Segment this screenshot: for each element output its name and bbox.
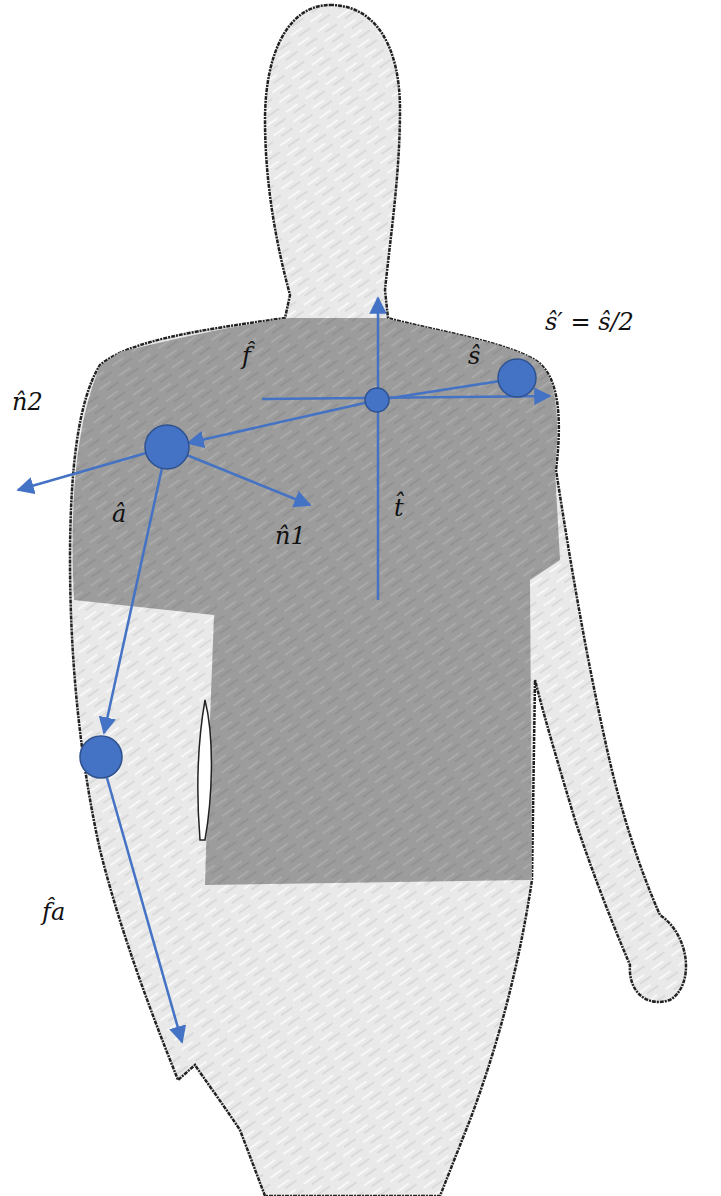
elbow-joint bbox=[80, 736, 122, 778]
vector-label: f̂a bbox=[42, 898, 65, 927]
forward-vector-arrow bbox=[188, 400, 378, 443]
vector-arrows bbox=[18, 298, 550, 1042]
joints bbox=[80, 359, 536, 778]
shoulder-vector bbox=[378, 381, 500, 400]
normal-1-arrow bbox=[167, 447, 310, 505]
torso-axis-arrow bbox=[377, 298, 380, 600]
body-silhouette bbox=[70, 5, 686, 1196]
normal-2-arrow bbox=[18, 447, 167, 490]
vector-label: ŝ′ = ŝ/2 bbox=[545, 308, 634, 337]
left-shoulder-joint bbox=[145, 425, 189, 469]
forearm-arrow bbox=[107, 778, 182, 1042]
neck-joint bbox=[365, 388, 389, 412]
vector-label: n̂1 bbox=[275, 522, 306, 551]
vector-label: â bbox=[112, 500, 126, 529]
vector-label: n̂2 bbox=[12, 388, 43, 417]
vector-label: f̂ bbox=[242, 342, 251, 371]
right-shoulder-joint bbox=[498, 359, 536, 397]
shirt bbox=[73, 318, 560, 885]
upper-arm-arrow bbox=[104, 468, 162, 733]
vector-label: t̂ bbox=[394, 494, 404, 523]
arm-gap bbox=[198, 700, 211, 840]
vector-label: ŝ bbox=[468, 342, 480, 371]
